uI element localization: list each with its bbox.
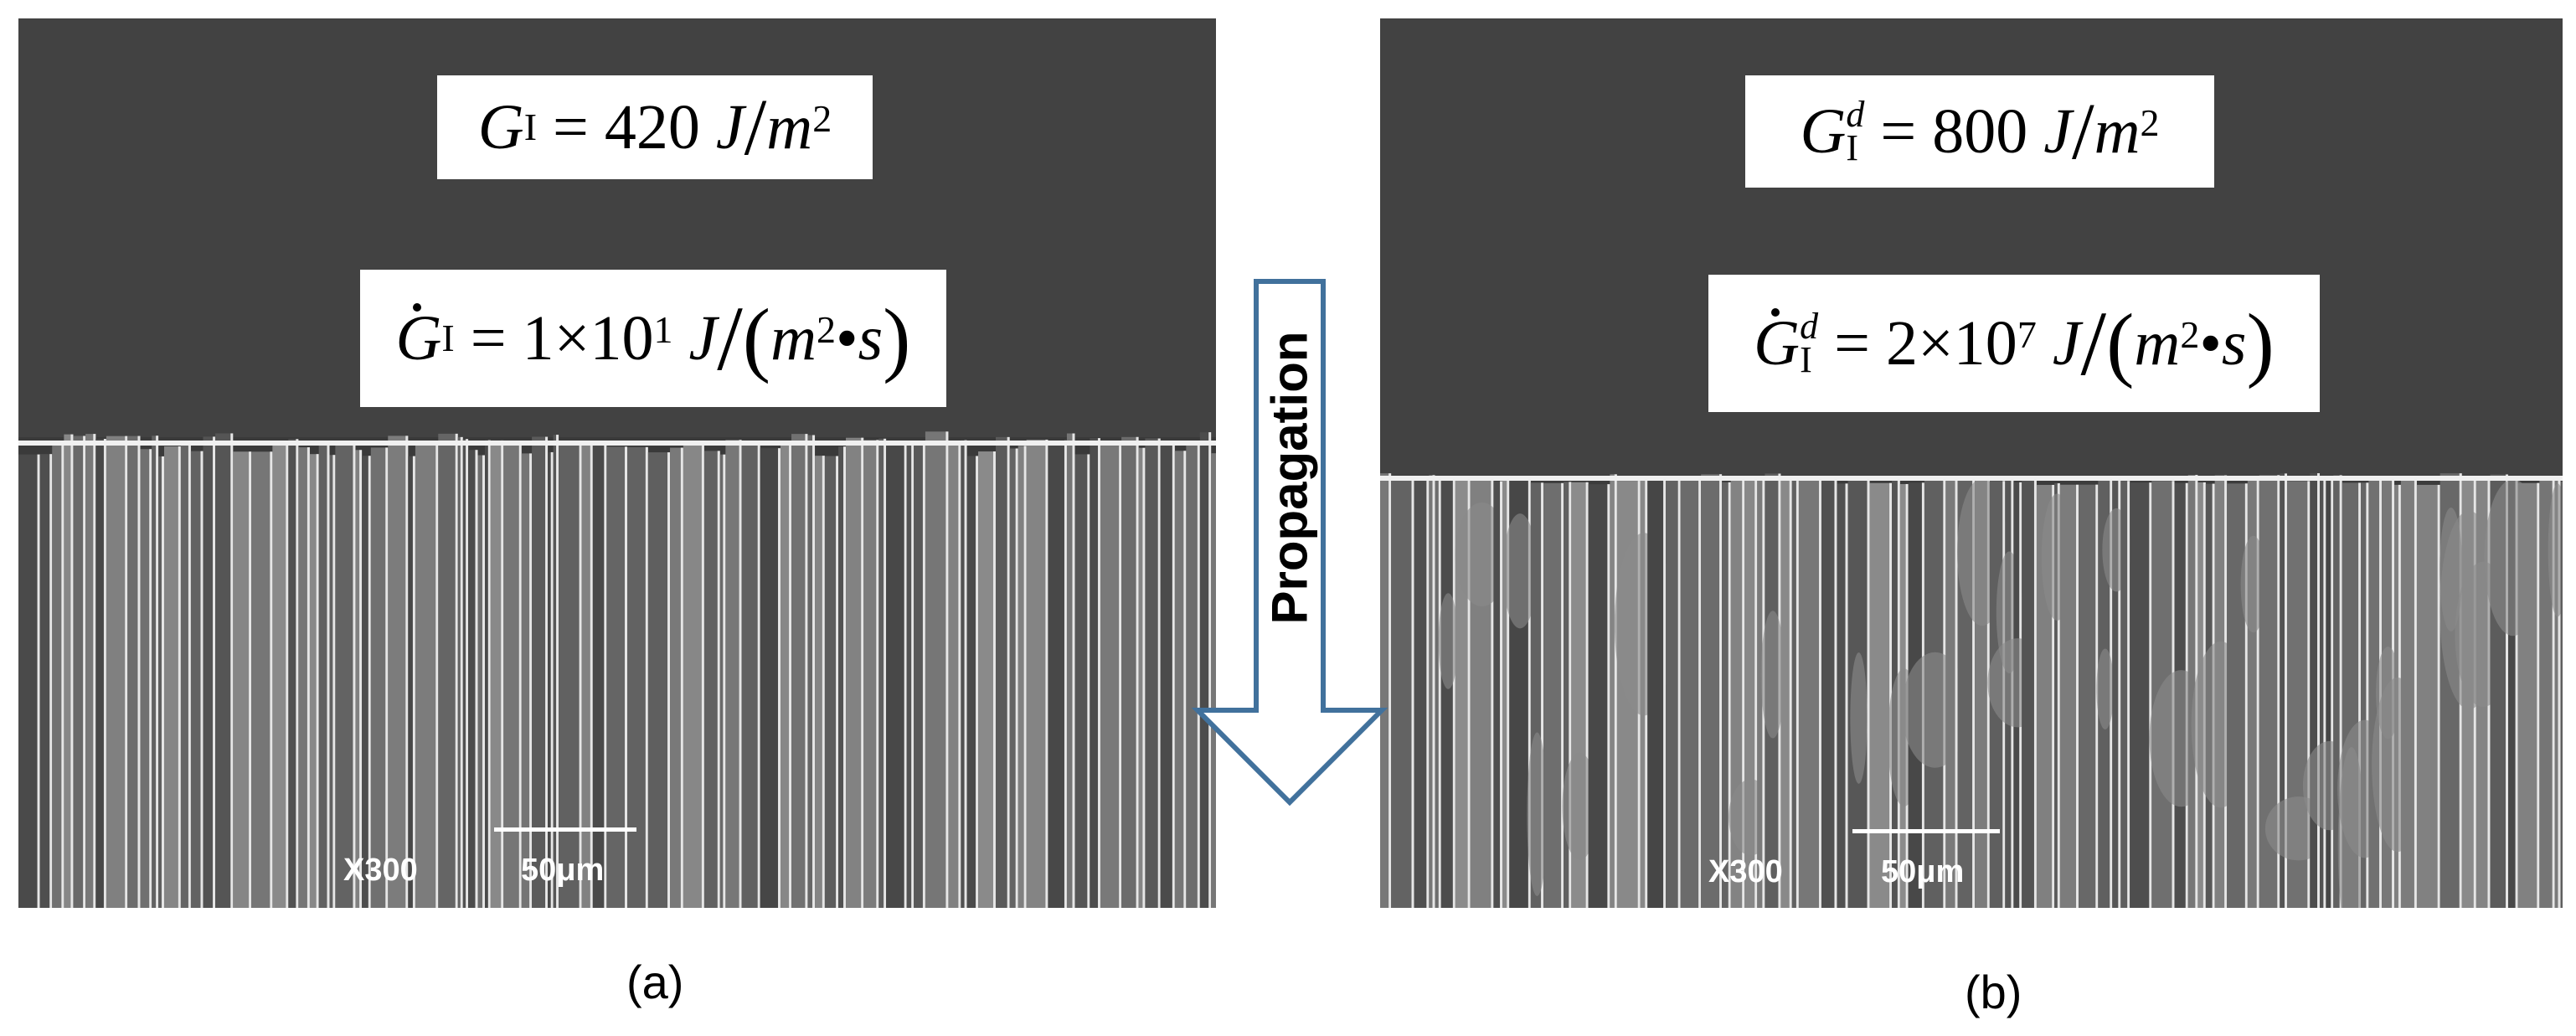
caption-b: (b) xyxy=(1965,966,2022,1018)
propagation-label-text: Propagation xyxy=(1261,330,1318,625)
scale-bar-b xyxy=(1852,829,2000,833)
propagation-arrow-icon xyxy=(1191,279,1388,807)
scale-label-b: 50μm xyxy=(1881,854,1965,889)
scale-label-a: 50μm xyxy=(521,853,605,888)
magnification-label-b: X300 xyxy=(1708,854,1783,889)
sem-texture-a xyxy=(18,18,1216,908)
caption-a: (a) xyxy=(626,956,684,1008)
scale-bar-a xyxy=(494,827,636,832)
magnification-label-a: X300 xyxy=(343,853,418,888)
propagation-label: Propagation xyxy=(1256,276,1323,678)
